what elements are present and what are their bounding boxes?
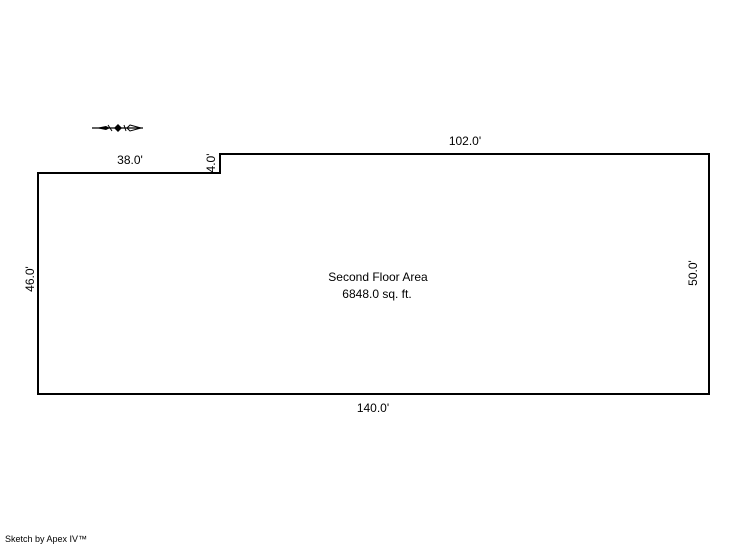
dimension-top-left: 38.0' [117,153,143,167]
sketch-credit: Sketch by Apex IV™ [5,534,88,544]
dimension-top-right: 102.0' [449,134,481,148]
dimension-left: 46.0' [23,266,37,292]
dimension-bottom: 140.0' [357,401,389,415]
compass-icon [92,124,143,132]
area-size: 6848.0 sq. ft. [342,287,411,301]
floor-outline [37,153,710,395]
area-name: Second Floor Area [328,270,428,284]
dimension-right: 50.0' [686,260,700,286]
dimension-step: 4.0' [204,154,218,173]
